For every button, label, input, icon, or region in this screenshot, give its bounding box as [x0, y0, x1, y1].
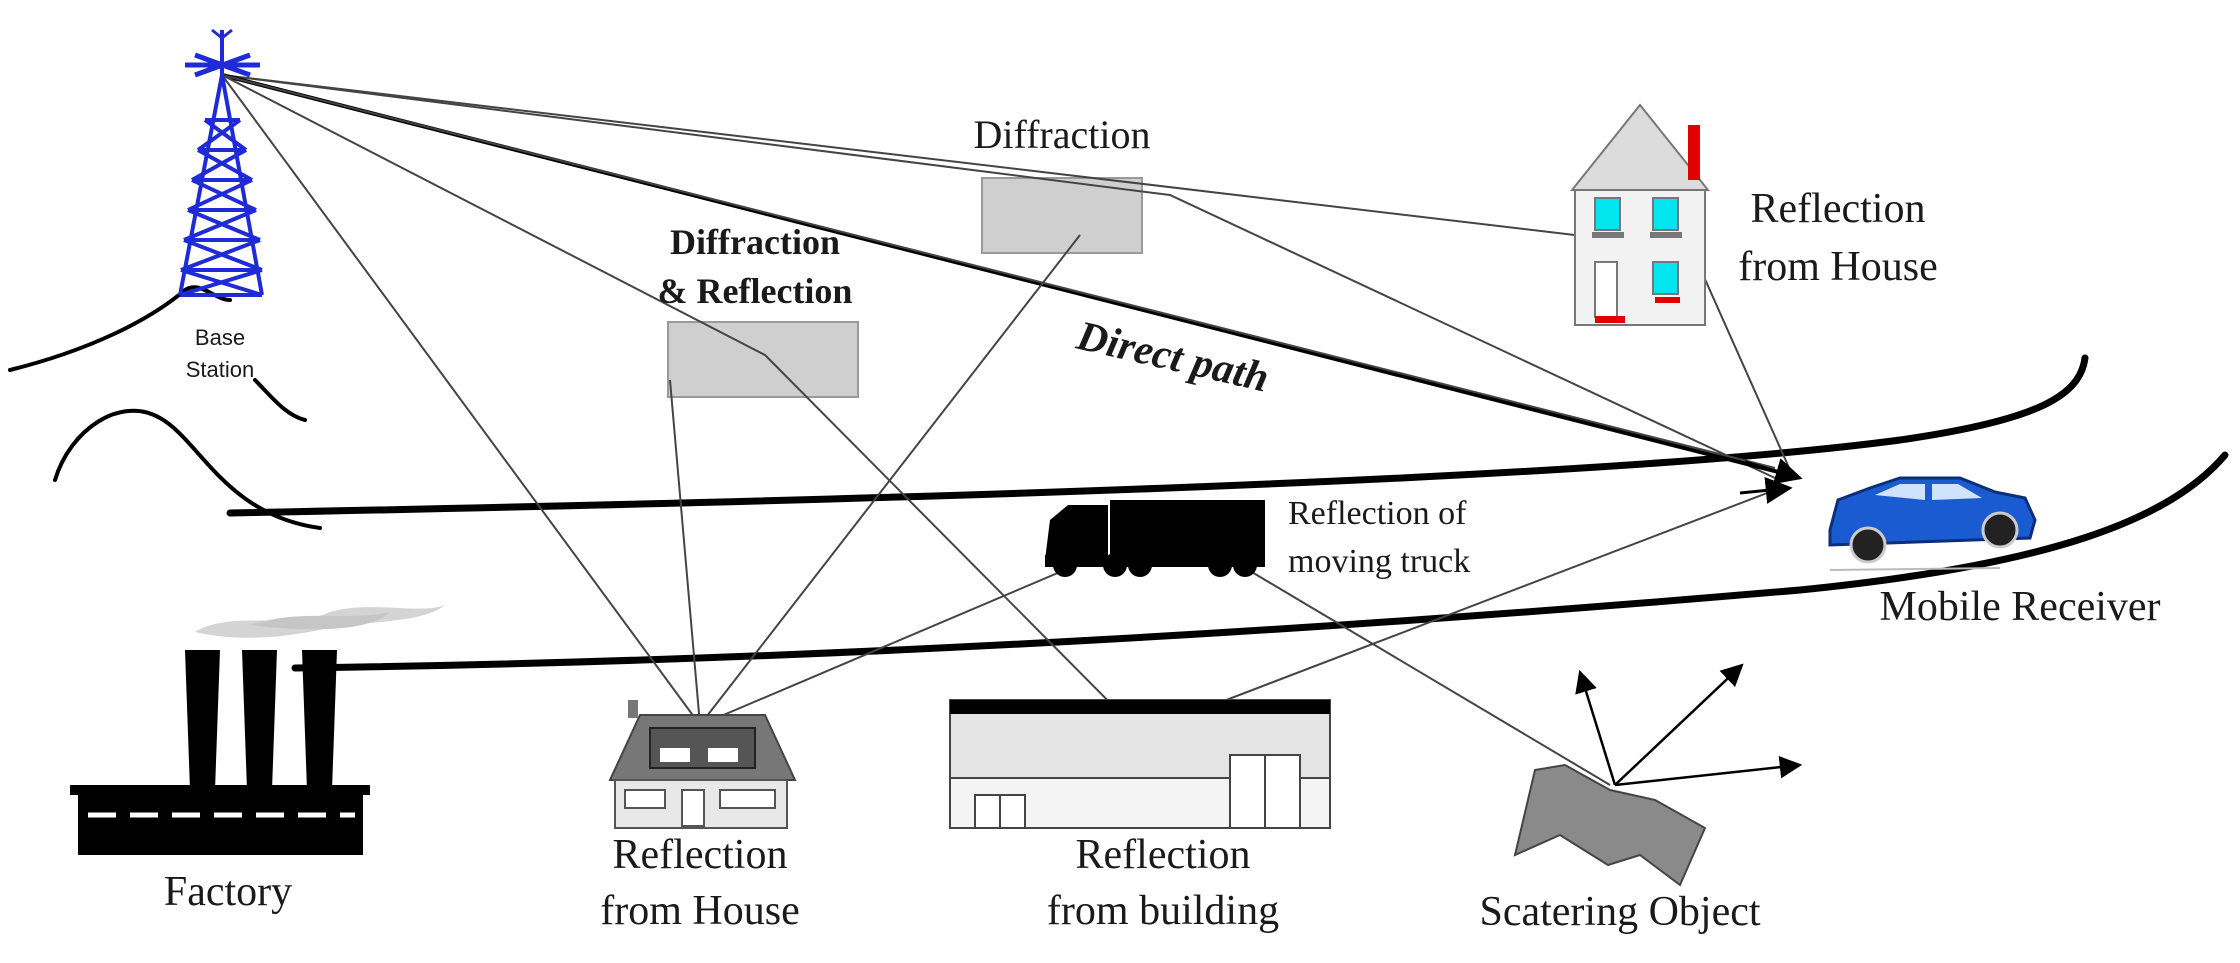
diffraction-reflection-label-line2: & Reflection	[658, 271, 853, 311]
diffraction-label: Diffraction	[974, 112, 1151, 157]
reflection-truck-label-line2: moving truck	[1288, 543, 1470, 580]
reflection-house-top-label-line2: from House	[1738, 244, 1937, 290]
diffraction-reflection-block	[667, 321, 859, 398]
house-icon-bottom	[608, 700, 797, 829]
truck-icon	[1045, 500, 1265, 577]
hill-lower	[53, 408, 322, 530]
base-station-label-line1: Base	[195, 325, 245, 350]
scattering-object-label: Scatering Object	[1479, 889, 1760, 935]
house-icon-top	[1569, 103, 1711, 326]
reflection-truck-label-line1: Reflection of	[1288, 495, 1467, 532]
road-lower	[291, 451, 2229, 672]
warehouse-icon	[949, 699, 1331, 829]
reflection-house-bottom-label-line1: Reflection	[613, 832, 788, 878]
diffraction-reflection-label-line1: Diffraction	[670, 222, 840, 262]
scatter-arrows	[1575, 663, 1803, 787]
propagation-rays	[221, 73, 1791, 786]
factory-icon	[70, 605, 445, 855]
reflection-house-top-label-line1: Reflection	[1751, 186, 1926, 232]
factory-label: Factory	[164, 869, 292, 915]
diffraction-block-top	[981, 177, 1143, 254]
reflection-building-label-line2: from building	[1047, 888, 1279, 934]
radio-tower-icon	[178, 28, 264, 297]
car-icon	[1828, 476, 2037, 571]
scattering-object-icon	[1513, 763, 1707, 887]
receiver-arrow-direct	[1744, 458, 1803, 485]
road-upper	[226, 354, 2089, 517]
hill-right-tail	[253, 378, 307, 422]
mobile-receiver-label: Mobile Receiver	[1879, 584, 2160, 630]
base-station-label-line2: Station	[186, 357, 255, 382]
direct-path-label: Direct path	[1072, 313, 1273, 402]
reflection-house-bottom-label-line2: from House	[600, 888, 799, 934]
receiver-arrow-building	[1739, 476, 1793, 504]
reflection-building-label-line1: Reflection	[1076, 832, 1251, 878]
